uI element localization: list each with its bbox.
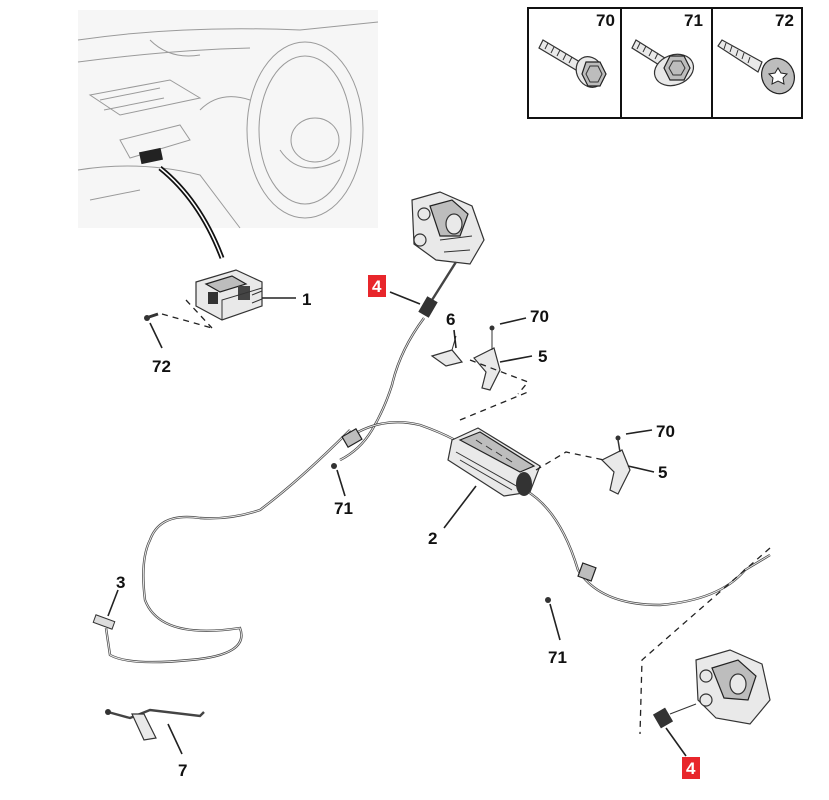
callout-3: 3: [116, 573, 125, 592]
callout-5-top: 5: [538, 347, 547, 366]
brake-switch-module: [195, 269, 263, 321]
epb-actuator-unit: [447, 427, 541, 497]
dashboard-inset-sketch: [77, 10, 379, 229]
cable-connector-bottom: [652, 703, 697, 729]
flange-bolt-icon: [538, 39, 607, 88]
screw-72-part: [144, 312, 159, 321]
brake-caliper-bottom: [695, 649, 771, 725]
legend-label-72: 72: [775, 11, 794, 30]
legend-label-70: 70: [596, 11, 615, 30]
cable-connector-top: [418, 296, 438, 318]
callout-4-top-box: [368, 275, 386, 297]
bracket-6: [430, 335, 464, 367]
callout-1: 1: [302, 290, 311, 309]
legend-label-71: 71: [684, 11, 703, 30]
callout-2: 2: [428, 529, 437, 548]
callout-5-mid: 5: [658, 463, 667, 482]
cable-clip-left: [331, 427, 363, 469]
bracket-5-top: [473, 325, 501, 391]
fastener-legend: 70 71 72: [527, 7, 803, 119]
callout-72: 72: [152, 357, 171, 376]
bracket-5-mid: [600, 435, 631, 495]
callout-71-bottom: 71: [548, 648, 567, 667]
torx-screw-icon: [717, 39, 795, 95]
washer-bolt-icon: [631, 39, 695, 87]
cable-clip-right: [545, 562, 597, 603]
callout-70-mid: 70: [656, 422, 675, 441]
wheel-sensor-3: [92, 614, 116, 630]
callout-4-top: 4: [372, 277, 382, 296]
callout-4-bottom-box: [682, 757, 700, 779]
callout-71-left: 71: [334, 499, 353, 518]
brake-caliper-top: [411, 191, 485, 265]
callout-70-top: 70: [530, 307, 549, 326]
cable-bracket-7: [105, 708, 205, 741]
callout-6: 6: [446, 310, 455, 329]
callout-4-bottom: 4: [686, 759, 696, 778]
callout-7: 7: [178, 761, 187, 780]
